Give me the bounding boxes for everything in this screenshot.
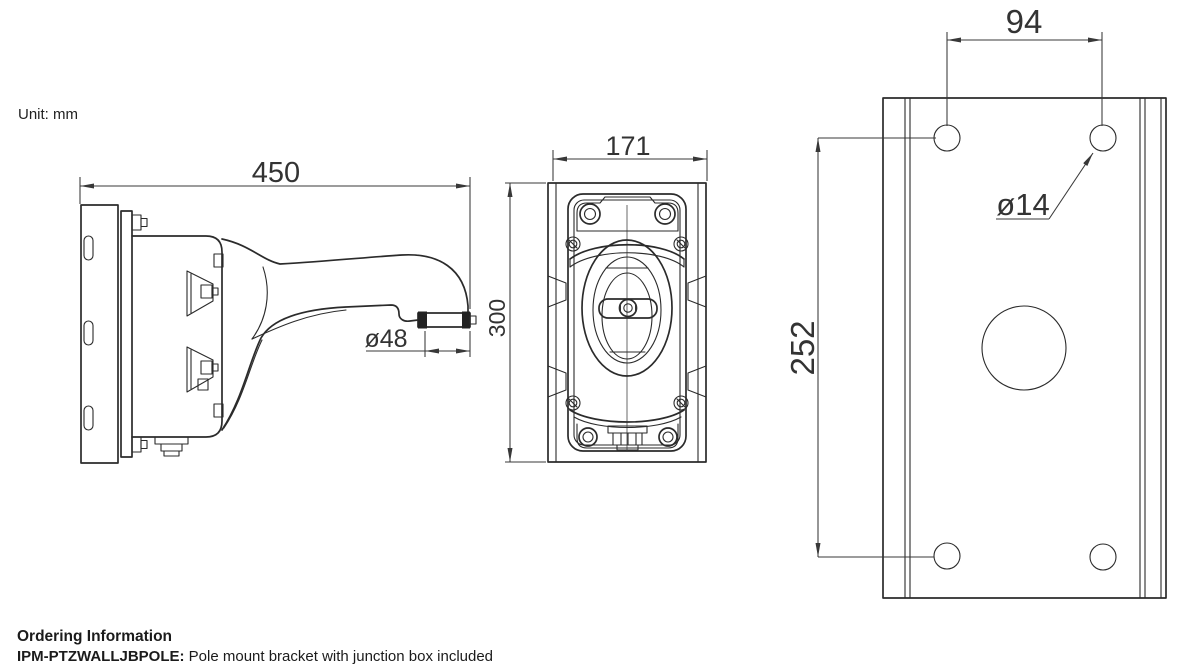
dimension-overall-length: 450 [79, 157, 471, 309]
mount-hole-bottom-left [933, 542, 961, 570]
junction-box-front [565, 193, 689, 452]
pole-plate-front [547, 182, 707, 463]
ordering-model: IPM-PTZWALLJBPOLE: [17, 648, 185, 665]
dimension-hole-spacing-horizontal: 94 [946, 3, 1103, 126]
mount-hole-top-left [933, 124, 961, 152]
cable-pass-hole [981, 305, 1067, 391]
dimension-hole-spacing-vertical: 252 [784, 137, 936, 558]
mount-hole-top-right [1089, 124, 1117, 152]
junction-box-side [131, 235, 224, 457]
back-plate-view: 94 ø14 252 [784, 3, 1167, 599]
ordering-information: Ordering Information IPM-PTZWALLJBPOLE: … [17, 627, 493, 666]
dimension-label-hole-diameter: ø14 [996, 187, 1049, 222]
dimension-label-width: 171 [605, 131, 650, 161]
dimension-tube-diameter: ø48 [364, 325, 471, 357]
dimension-label-overall-length: 450 [252, 157, 300, 189]
ordering-heading: Ordering Information [17, 628, 172, 645]
callout-hole-diameter: ø14 [996, 152, 1094, 222]
dimension-label-height: 300 [484, 299, 510, 337]
front-view: 171 300 [484, 131, 708, 463]
dimension-label-hole-spacing-vertical: 252 [784, 320, 821, 375]
ordering-line: IPM-PTZWALLJBPOLE: Pole mount bracket wi… [17, 647, 493, 666]
dimension-height: 300 [484, 182, 546, 463]
side-view: 450 [79, 157, 477, 464]
pole-mount-plate [882, 97, 1167, 599]
dimension-label-hole-spacing-horizontal: 94 [1006, 3, 1043, 40]
ordering-description: Pole mount bracket with junction box inc… [188, 648, 494, 665]
dimension-label-tube-diameter: ø48 [364, 325, 407, 353]
unit-label: Unit: mm [18, 106, 78, 123]
dimension-width: 171 [552, 131, 708, 181]
corner-screws [565, 236, 689, 411]
mounting-arm [221, 238, 477, 431]
mount-hole-bottom-right [1089, 543, 1117, 571]
mounting-bolts [131, 214, 148, 453]
wall-plate [80, 204, 133, 464]
